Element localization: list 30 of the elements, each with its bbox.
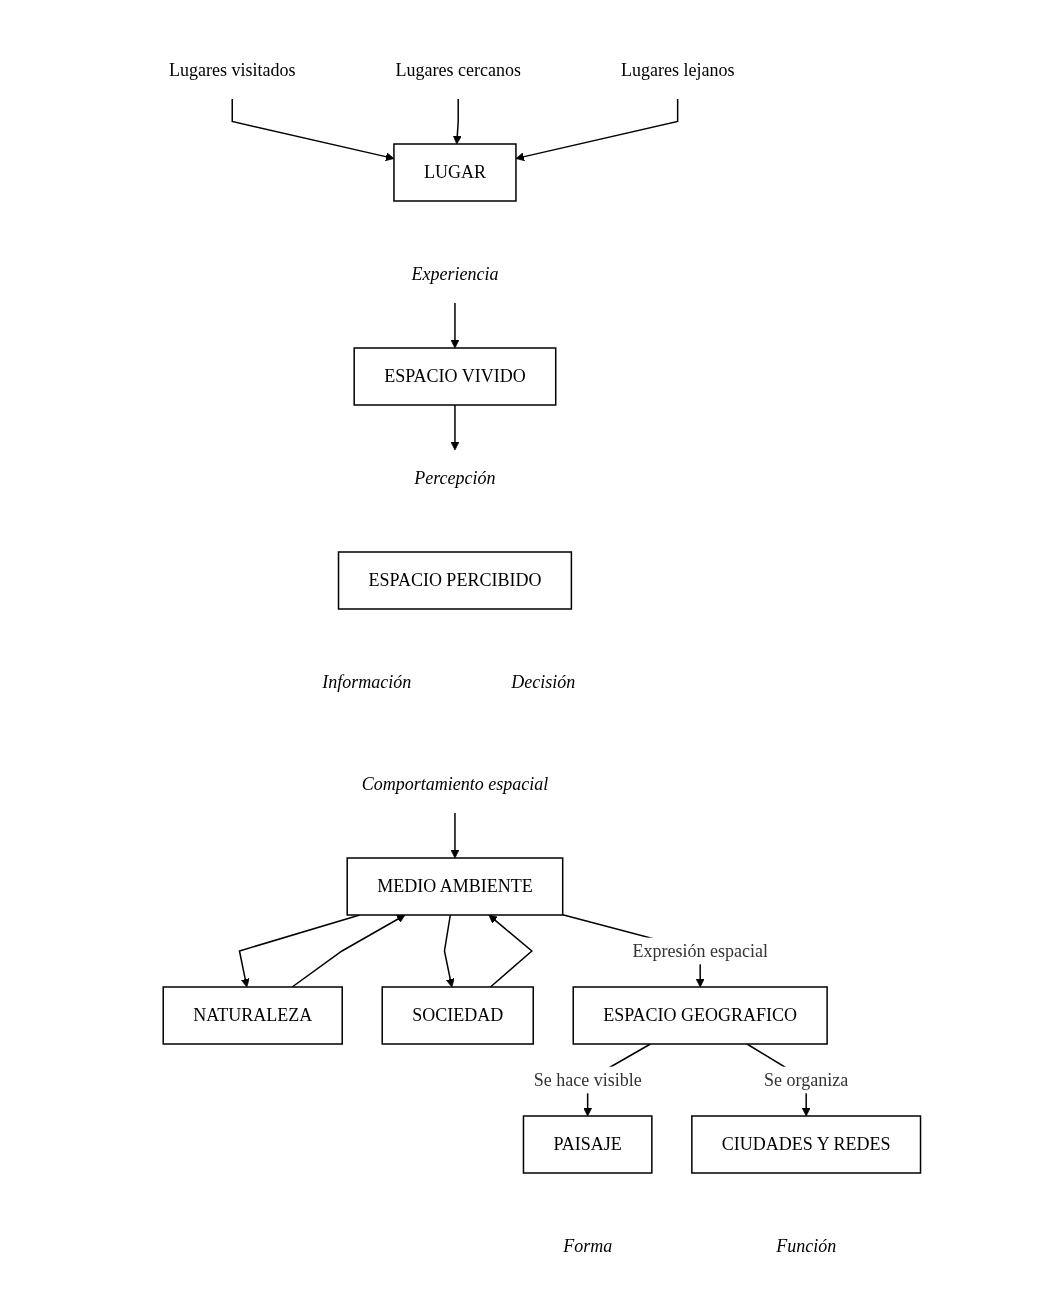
node-box: CIUDADES Y REDES (690, 1114, 921, 1174)
edge-label: Se hace visible (533, 1069, 642, 1089)
arrow (452, 97, 462, 144)
edge-label: Expresión espacial (632, 940, 768, 960)
node-text: Percepción (414, 467, 496, 488)
node-box: MEDIO AMBIENTE (346, 856, 564, 916)
node-label: Información (321, 671, 411, 692)
arrow (450, 301, 460, 348)
node-text: Lugares visitados (168, 59, 296, 80)
arrow (515, 97, 679, 161)
node-box: ESPACIO VIVIDO (353, 346, 557, 406)
node-box: LUGAR (392, 142, 517, 202)
node-box: ESPACIO PERCIBIDO (337, 550, 572, 610)
node-text: Lugares cercanos (395, 59, 521, 80)
node-label: Decisión (510, 671, 575, 692)
node-box: ESPACIO GEOGRAFICO (572, 985, 828, 1045)
arrow (488, 914, 533, 988)
node-box: SOCIEDAD (381, 985, 534, 1045)
node-box: PAISAJE (522, 1114, 653, 1174)
edge-label: Se organiza (763, 1069, 848, 1089)
node-text: Experiencia (411, 263, 499, 284)
arrow (443, 913, 455, 987)
arrow (291, 914, 406, 988)
node-label: Función (775, 1235, 836, 1256)
node-text: Lugares lejanos (620, 59, 735, 80)
node-label: Forma (562, 1235, 612, 1256)
node-box: NATURALEZA (162, 985, 343, 1045)
arrow (450, 403, 460, 450)
arrow (450, 811, 460, 858)
node-text: Comportamiento espacial (361, 773, 548, 794)
